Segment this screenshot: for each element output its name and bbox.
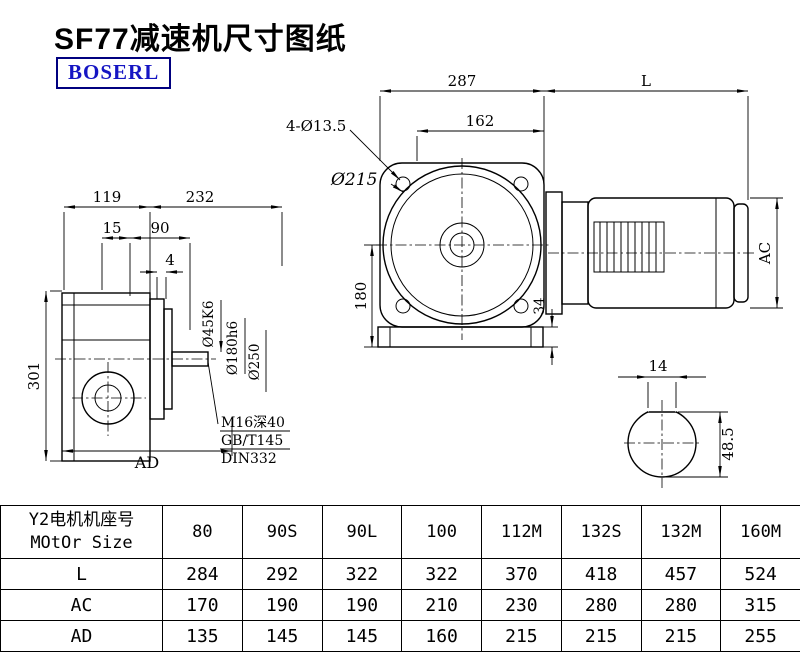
cell: 280 (560, 589, 642, 621)
cell: 135 (162, 620, 243, 652)
base-plate (377, 326, 544, 348)
cell: 322 (321, 558, 403, 590)
flange-dia-label: Ø250 (247, 344, 263, 381)
cell: 315 (720, 589, 800, 621)
dim-34-label: 34 (532, 297, 548, 314)
cell: 170 (162, 589, 243, 621)
cell: 280 (640, 589, 722, 621)
shaft-dia-label: Ø45K6 (201, 301, 217, 348)
frame-size-col: 80 (162, 505, 243, 559)
table-header-row: Y2电机机座号 MOtOr Size 80 90S 90L 100 112M 1… (0, 505, 800, 559)
dim-ad-label: AD (134, 453, 159, 472)
frame-size-col: 90S (241, 505, 323, 559)
dim-48-5-label: 48.5 (719, 427, 737, 460)
note-gb-standard: GB/T145 (221, 433, 283, 449)
cell: 230 (481, 589, 562, 621)
table-row-AD: AD 135 145 145 160 215 215 215 255 (0, 620, 800, 652)
cell: 255 (720, 620, 800, 652)
motor-fins (593, 221, 665, 273)
cell: 215 (640, 620, 722, 652)
bolt-hole (513, 298, 529, 314)
front-view: 287 L 162 4-Ø13.5 Ø215 180 34 (286, 72, 783, 365)
motor-size-table: Y2电机机座号 MOtOr Size 80 90S 90L 100 112M 1… (0, 505, 800, 652)
frame-size-col: 90L (321, 505, 403, 559)
bolt-hole (395, 176, 411, 192)
shaft-section-view: 14 48.5 (618, 357, 737, 488)
frame-size-col: 100 (401, 505, 482, 559)
cell: 284 (162, 558, 243, 590)
dim-162-label: 162 (466, 112, 495, 130)
dim-15-label: 15 (102, 219, 121, 237)
header-en: MOtOr Size (30, 533, 133, 553)
dim-180-label: 180 (352, 282, 370, 311)
note-tapped-hole: M16深40 (221, 415, 285, 431)
dim-14-label: 14 (648, 357, 667, 375)
table-row-L: L 284 292 322 322 370 418 457 524 (0, 558, 800, 590)
bolt-hole (513, 176, 529, 192)
bolt-holes-label: 4-Ø13.5 (286, 117, 346, 135)
dim-l-label: L (641, 72, 651, 90)
bolt-hole (395, 298, 411, 314)
flange-circle-label: Ø215 (330, 170, 377, 190)
spigot-dia-label: Ø180h6 (225, 321, 241, 375)
cell: 160 (401, 620, 482, 652)
row-label: AD (0, 620, 163, 652)
cell: 190 (321, 589, 403, 621)
frame-size-col: 132M (640, 505, 722, 559)
dim-4-label: 4 (165, 251, 175, 269)
cell: 457 (640, 558, 722, 590)
side-view: 119 232 15 90 4 301 AD (25, 188, 290, 472)
cell: 370 (481, 558, 562, 590)
technical-drawing: 119 232 15 90 4 301 AD (25, 72, 783, 488)
row-label: L (0, 558, 163, 590)
cell: 524 (720, 558, 800, 590)
brand-logo: BOSERL (56, 57, 172, 89)
cell: 145 (241, 620, 323, 652)
dim-287-label: 287 (448, 72, 477, 90)
table-header-motor-size: Y2电机机座号 MOtOr Size (0, 505, 163, 559)
cell: 210 (401, 589, 482, 621)
dim-232-label: 232 (186, 188, 215, 206)
note-din-standard: DIN332 (221, 451, 277, 467)
side-housing-outline (61, 292, 151, 462)
table-row-AC: AC 170 190 190 210 230 280 280 315 (0, 589, 800, 621)
page-title: SF77减速机尺寸图纸 (54, 23, 347, 56)
cell: 215 (481, 620, 562, 652)
dim-90-label: 90 (150, 219, 169, 237)
row-label: AC (0, 589, 163, 621)
cell: 322 (401, 558, 482, 590)
cell: 215 (560, 620, 642, 652)
dim-301-label: 301 (25, 362, 43, 391)
cell: 190 (241, 589, 323, 621)
frame-size-col: 160M (720, 505, 800, 559)
cell: 292 (241, 558, 323, 590)
dim-ac-label: AC (756, 242, 774, 265)
frame-size-col: 132S (560, 505, 642, 559)
dim-119-label: 119 (93, 188, 122, 206)
header-cn: Y2电机机座号 (28, 510, 135, 531)
frame-size-col: 112M (481, 505, 562, 559)
cell: 418 (560, 558, 642, 590)
cell: 145 (321, 620, 403, 652)
